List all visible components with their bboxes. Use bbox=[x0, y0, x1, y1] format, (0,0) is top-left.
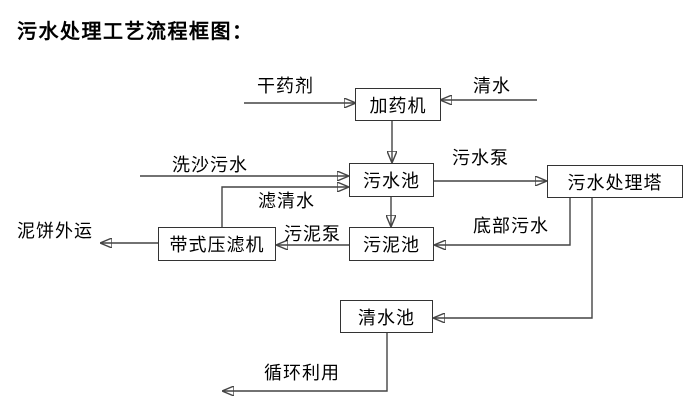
node-treatment-tower: 污水处理塔 bbox=[547, 165, 683, 198]
node-dosing-machine: 加药机 bbox=[355, 88, 441, 121]
edge-label-clean-water: 清水 bbox=[473, 76, 511, 96]
edge-label-sand-washing-sewage: 洗沙污水 bbox=[172, 155, 248, 175]
edge-filtered-water-to-sewage-pool-line bbox=[221, 187, 348, 227]
edge-tower-to-clean-water-pool-line bbox=[434, 197, 593, 318]
edge-label-filtered-water: 滤清水 bbox=[258, 191, 315, 211]
edge-label-recycle: 循环利用 bbox=[264, 363, 340, 383]
edge-label-sewage-pump: 污水泵 bbox=[452, 148, 509, 168]
page-title: 污水处理工艺流程框图： bbox=[17, 21, 254, 43]
edge-label-mud-cake-out: 泥饼外运 bbox=[17, 221, 93, 241]
edge-label-sludge-pump: 污泥泵 bbox=[284, 224, 341, 244]
node-belt-filter-press: 带式压滤机 bbox=[158, 227, 276, 261]
edge-tower-bottom-sewage-to-sludge-pool-line bbox=[435, 197, 571, 245]
node-sludge-pool: 污泥池 bbox=[349, 227, 434, 261]
edge-label-bottom-sewage: 底部污水 bbox=[473, 216, 549, 236]
node-sewage-pool: 污水池 bbox=[349, 163, 434, 197]
edge-label-dry-chemical: 干药剂 bbox=[257, 76, 314, 96]
edge-clean-water-pool-to-recycle-line bbox=[223, 333, 388, 391]
node-clean-water-pool: 清水池 bbox=[340, 300, 433, 333]
